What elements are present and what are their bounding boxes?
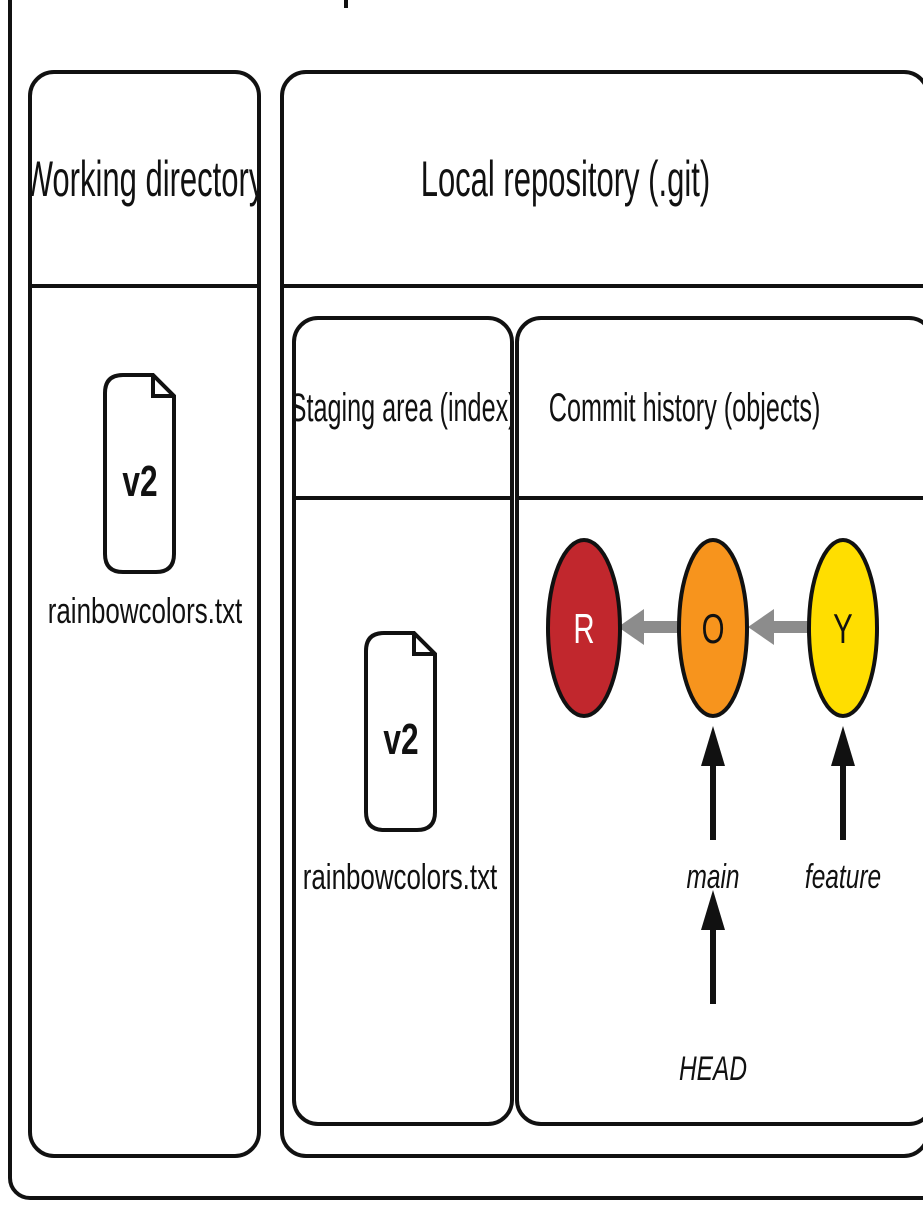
- parent-arrow-o-to-r: [618, 609, 680, 645]
- working-directory-header: Working directory: [32, 74, 257, 288]
- working-directory-title: Working directory: [32, 151, 257, 207]
- commit-o-label: O: [702, 605, 725, 653]
- local-repository-title: Local repository (.git): [420, 151, 710, 207]
- commit-o: O: [677, 538, 749, 718]
- staging-area-file-version: v2: [383, 715, 418, 764]
- working-directory-file-version: v2: [122, 457, 157, 506]
- staging-area-header: Staging area (index): [296, 320, 510, 500]
- commit-history-header: Commit history (objects): [519, 320, 923, 500]
- local-repository-header: Local repository (.git): [284, 74, 923, 288]
- commit-r: R: [546, 538, 622, 718]
- parent-arrow-y-to-o: [748, 609, 810, 645]
- main-pointer-arrow: [701, 726, 725, 840]
- top-divider: [344, 0, 348, 8]
- commit-history-panel: Commit history (objects): [515, 316, 923, 1126]
- head-pointer-arrow: [701, 890, 725, 1004]
- head-label: HEAD: [678, 1050, 748, 1088]
- branch-feature-label: feature: [804, 858, 882, 896]
- working-directory-file-icon: v2: [103, 373, 176, 574]
- commit-history-title: Commit history (objects): [549, 385, 821, 430]
- commit-y-label: Y: [833, 605, 853, 653]
- commit-r-label: R: [573, 605, 594, 653]
- feature-pointer-arrow: [831, 726, 855, 840]
- commit-y: Y: [807, 538, 879, 718]
- staging-area-file-name: rainbowcolors.txt: [302, 856, 498, 897]
- staging-area-file-icon: v2: [364, 631, 437, 832]
- working-directory-file-name: rainbowcolors.txt: [47, 590, 243, 631]
- staging-area-title: Staging area (index): [296, 385, 510, 430]
- working-directory-panel: Working directory: [28, 70, 261, 1158]
- branch-main-label: main: [686, 858, 740, 896]
